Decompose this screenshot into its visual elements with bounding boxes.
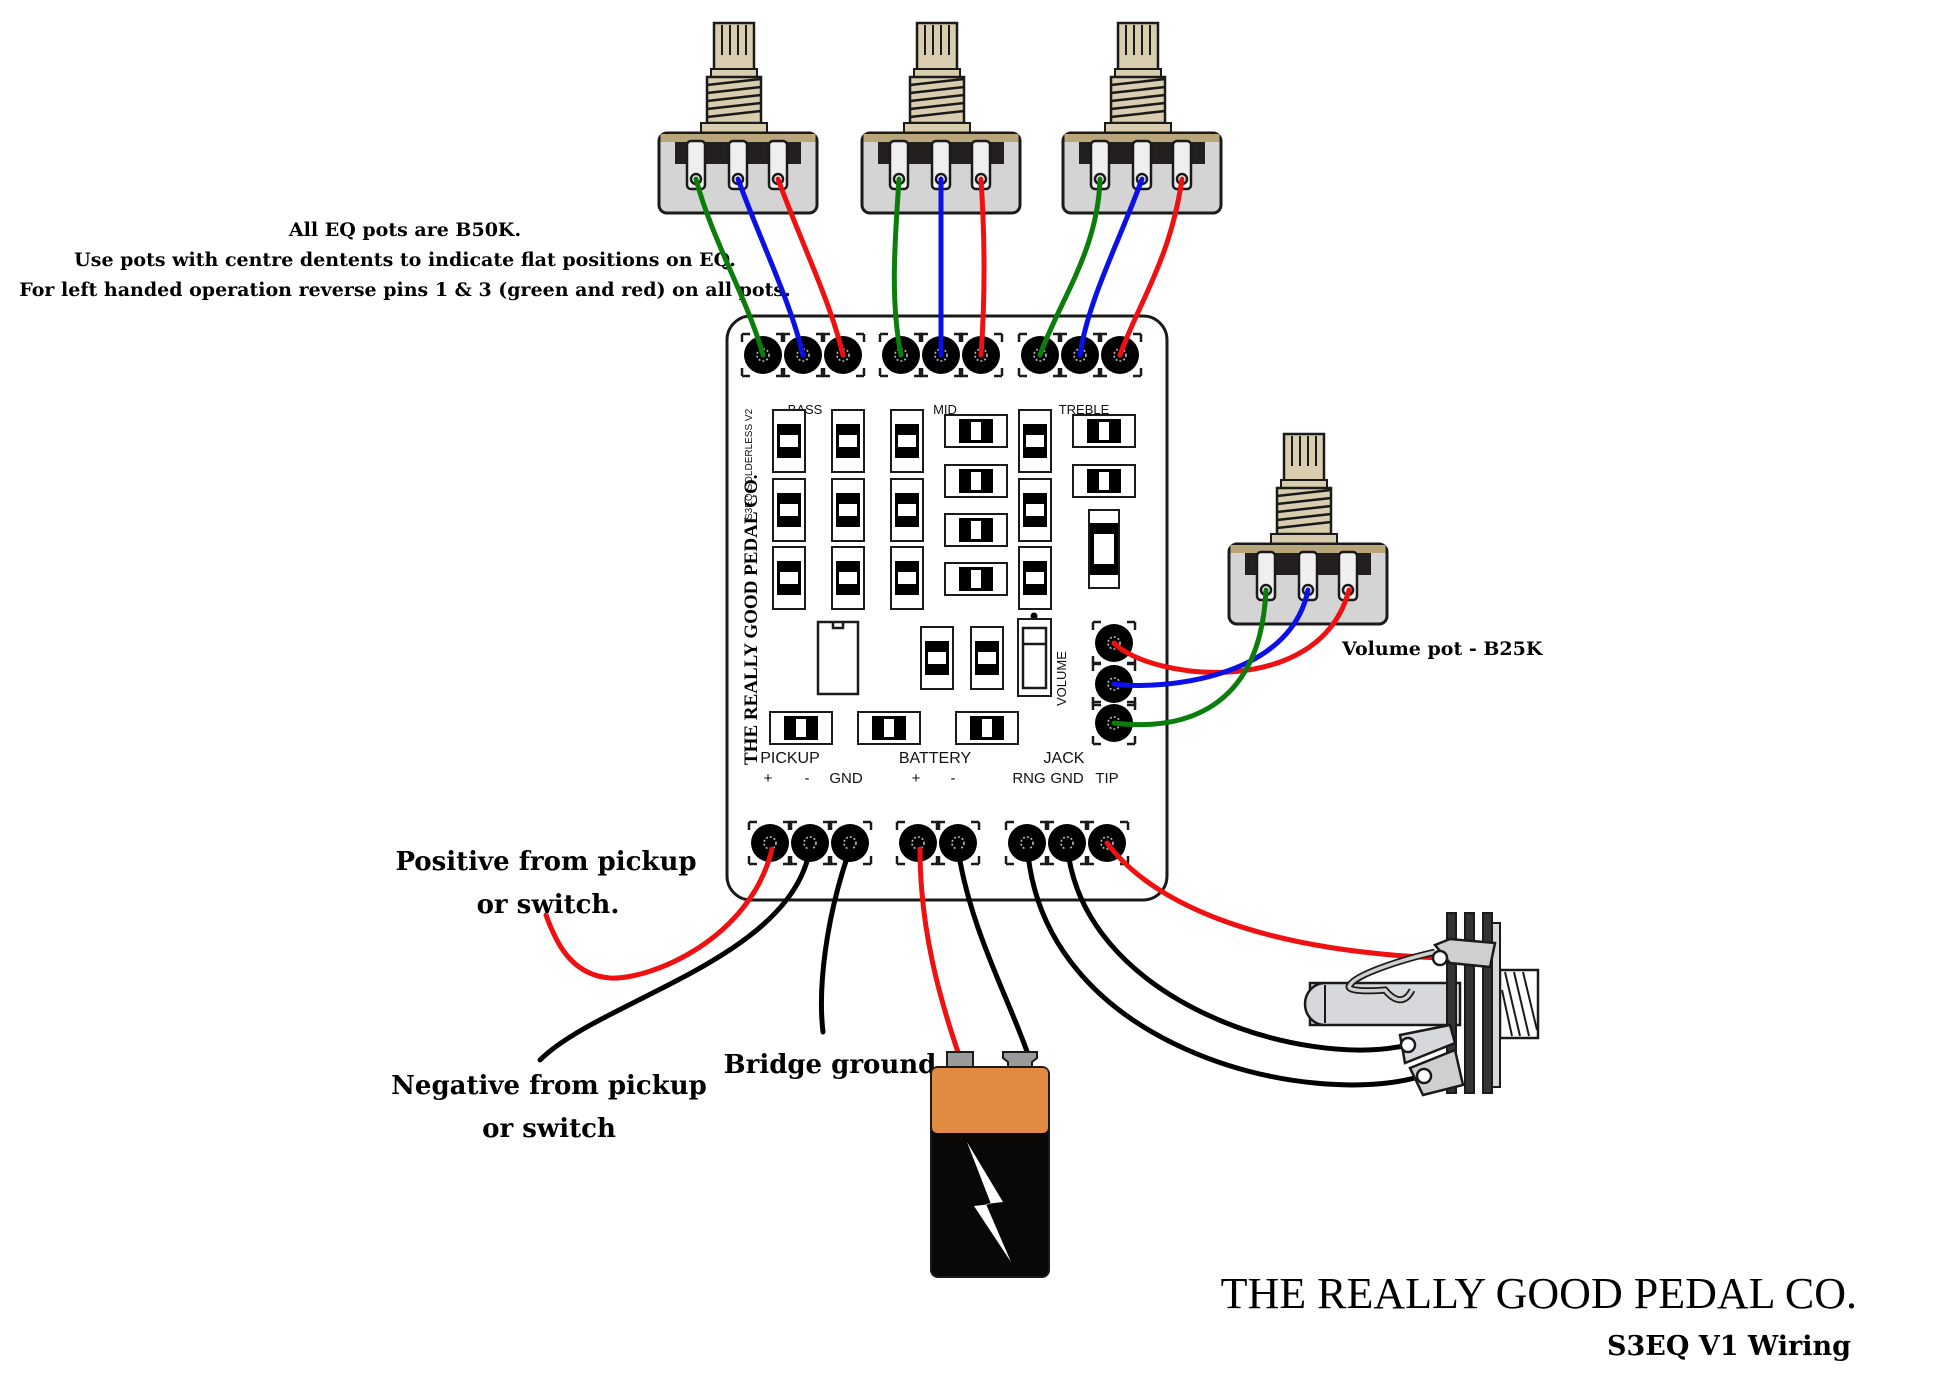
note-line-2: Use pots with centre dentents to indicat… bbox=[74, 249, 736, 271]
ic-chip bbox=[816, 620, 860, 696]
label-treble: TREBLE bbox=[1059, 402, 1110, 417]
board-brand-text: THE REALLY GOOD PEDAL CO. bbox=[741, 474, 762, 765]
volume-pot-label: Volume pot - B25K bbox=[1341, 638, 1544, 660]
battery-wires bbox=[917, 846, 1033, 1063]
pickup-wires bbox=[537, 846, 853, 1063]
bridge-ground-label: Bridge ground bbox=[724, 1050, 937, 1080]
treble-components bbox=[1018, 409, 1136, 610]
jack-wires bbox=[1024, 840, 1443, 1088]
note-line-3: For left handed operation reverse pins 1… bbox=[19, 279, 790, 301]
label-volume: VOLUME bbox=[1054, 651, 1069, 706]
label-pickup-minus: - bbox=[805, 770, 810, 787]
eq-wires bbox=[693, 176, 1185, 358]
label-mid: MID bbox=[933, 402, 957, 417]
label-jack-tip: TIP bbox=[1095, 770, 1118, 787]
label-jack-gnd: GND bbox=[1050, 770, 1084, 787]
label-battery-plus: + bbox=[912, 770, 921, 787]
negative-label-line-2: or switch bbox=[482, 1114, 616, 1144]
board-model-text: S3EQ SOLDERLESS V2 bbox=[744, 408, 755, 520]
lightning-bolt-icon bbox=[967, 1142, 1011, 1262]
volume-wires bbox=[1111, 587, 1352, 728]
stereo-jack bbox=[1303, 912, 1540, 1097]
pcb-board: BASS MID TREBLE S3EQ SOLDERLESS V2 THE R… bbox=[725, 314, 1169, 902]
eq-notes: All EQ pots are B50K. Use pots with cent… bbox=[19, 219, 790, 301]
footer-brand: THE REALLY GOOD PEDAL CO. bbox=[1221, 1269, 1857, 1318]
footer-subtitle: S3EQ V1 Wiring bbox=[1607, 1331, 1851, 1362]
volume-trimmer-footprint bbox=[1017, 612, 1052, 697]
label-jack-rng: RNG bbox=[1012, 770, 1045, 787]
positive-label-line-1: Positive from pickup bbox=[395, 847, 696, 877]
label-pickup-plus: + bbox=[764, 770, 773, 787]
label-battery: BATTERY bbox=[899, 750, 972, 767]
label-pickup: PICKUP bbox=[760, 750, 820, 767]
positive-label-line-2: or switch. bbox=[477, 890, 620, 920]
note-line-1: All EQ pots are B50K. bbox=[288, 219, 521, 241]
label-battery-minus: - bbox=[951, 770, 956, 787]
negative-label-line-1: Negative from pickup bbox=[391, 1071, 707, 1101]
label-jack: JACK bbox=[1044, 750, 1085, 767]
bass-components bbox=[772, 409, 924, 610]
label-pickup-gnd: GND bbox=[829, 770, 863, 787]
battery-9v bbox=[930, 1051, 1050, 1278]
